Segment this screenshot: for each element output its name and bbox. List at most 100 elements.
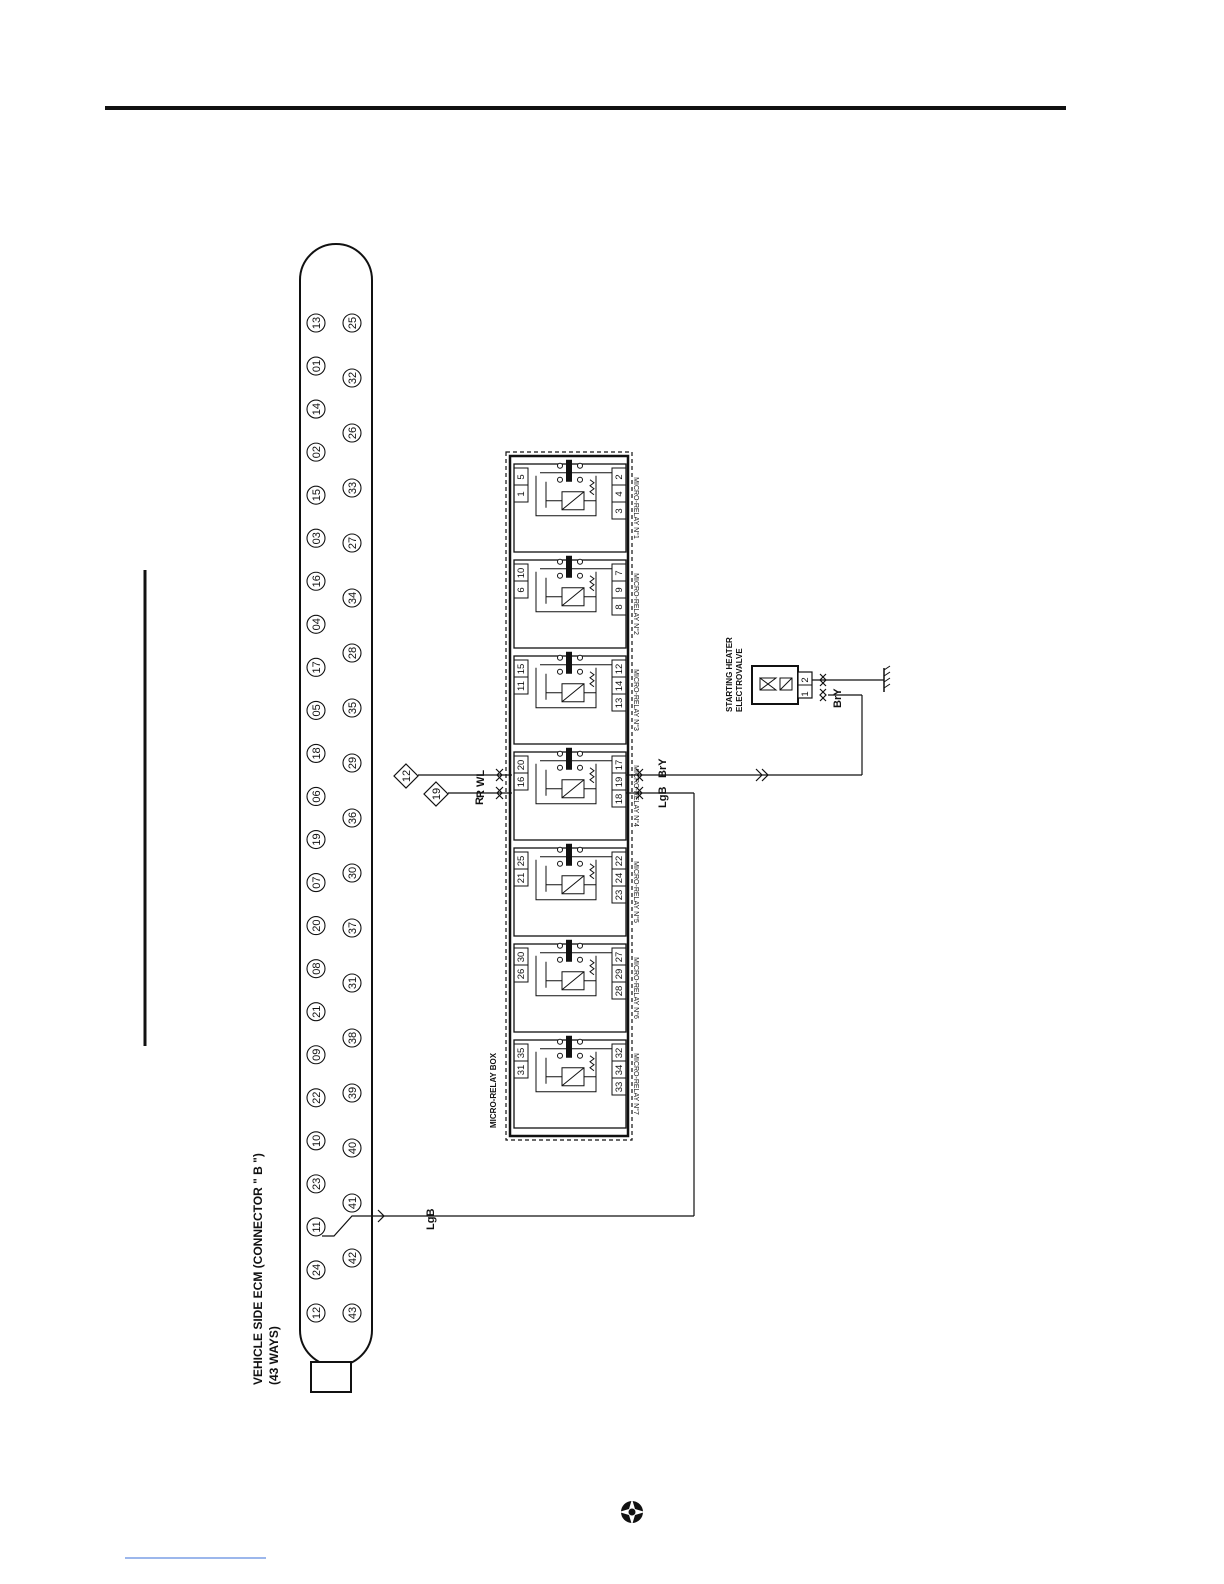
wire-label-lgb: LgB	[657, 787, 669, 808]
relay-bottom-terminals: 342	[611, 467, 627, 520]
relay-label: MICRO-RELAY N°4	[632, 765, 640, 827]
connector-title: VEHICLE SIDE ECM (CONNECTOR " B ")	[251, 1153, 265, 1385]
relay-terminal-9: 9	[614, 587, 625, 592]
relay-contact-icon	[540, 555, 612, 579]
svg-text:40: 40	[347, 1142, 359, 1154]
connector-pin-18: 18	[306, 743, 326, 763]
connector-pin-23: 23	[306, 1174, 326, 1194]
relay-terminal-35: 35	[516, 1048, 527, 1059]
connector-pin-10: 10	[306, 1131, 326, 1151]
relay-top-terminals: 15	[513, 467, 529, 503]
connector-pin-07: 07	[306, 873, 326, 893]
svg-text:26: 26	[347, 427, 359, 439]
svg-text:37: 37	[347, 922, 359, 934]
relay-label: MICRO-RELAY N°6	[632, 957, 640, 1019]
reference-diamond-19: 19	[423, 781, 449, 807]
relay-terminal-10: 10	[516, 568, 527, 579]
relay-terminal-2: 2	[614, 474, 625, 479]
connector-pin-16: 16	[306, 571, 326, 591]
relay-terminal-33: 33	[614, 1082, 625, 1093]
svg-text:39: 39	[347, 1087, 359, 1099]
svg-text:15: 15	[311, 489, 323, 501]
connector-pin-35: 35	[342, 698, 362, 718]
relay-terminal-28: 28	[614, 986, 625, 997]
connector-pin-29: 29	[342, 753, 362, 773]
svg-text:09: 09	[311, 1049, 323, 1061]
svg-text:33: 33	[347, 482, 359, 494]
wire-label-bry: BrY	[657, 758, 669, 778]
relay-terminal-16: 16	[516, 777, 527, 788]
svg-text:22: 22	[311, 1092, 323, 1104]
connector-pin-42: 42	[342, 1248, 362, 1268]
connector-pin-43: 43	[342, 1303, 362, 1323]
relay-bottom-terminals: 28 29 27	[611, 947, 627, 1000]
relay-label: MICRO-RELAY N°7	[632, 1053, 640, 1115]
svg-text:03: 03	[311, 532, 323, 544]
svg-text:08: 08	[311, 963, 323, 975]
connector-pin-02: 02	[306, 442, 326, 462]
svg-text:07: 07	[311, 876, 323, 888]
wire-label-rwl: R WL	[475, 770, 487, 798]
relay-terminal-29: 29	[614, 969, 625, 980]
ecm-connector: 1301140215031604170518061907200821092210…	[251, 243, 373, 1393]
svg-text:06: 06	[311, 790, 323, 802]
relay-label: MICRO-RELAY N°1	[632, 477, 640, 539]
relay-terminal-3: 3	[614, 508, 625, 513]
svg-text:27: 27	[347, 537, 359, 549]
connector-pin-28: 28	[342, 643, 362, 663]
relay-top-terminals: 31 35	[513, 1043, 529, 1079]
relay-coil-icon	[535, 667, 597, 709]
connector-pin-22: 22	[306, 1088, 326, 1108]
relay-terminal-22: 22	[614, 856, 625, 867]
svg-text:20: 20	[311, 919, 323, 931]
connector-ways: (43 WAYS)	[267, 1326, 281, 1385]
svg-text:10: 10	[311, 1135, 323, 1147]
relay-label: MICRO-RELAY N°2	[632, 573, 640, 635]
relay-terminal-7: 7	[614, 570, 625, 575]
relay-terminal-12: 12	[614, 664, 625, 675]
relay-terminal-31: 31	[516, 1065, 527, 1076]
svg-text:12: 12	[401, 770, 413, 782]
connector-pin-06: 06	[306, 786, 326, 807]
connector-pin-15: 15	[306, 485, 326, 505]
relay-coil-icon	[535, 571, 597, 613]
relay-coil-icon	[535, 763, 597, 805]
relay-terminal-13: 13	[614, 698, 625, 709]
wire-label-lgb-ecm: LgB	[425, 1209, 437, 1230]
svg-text:19: 19	[311, 833, 323, 845]
svg-text:31: 31	[347, 977, 359, 989]
wire-label-bry-heater: BrY	[832, 688, 844, 708]
relay-contact-icon	[540, 1035, 612, 1059]
svg-text:29: 29	[347, 757, 359, 769]
relay-contact-icon	[540, 939, 612, 963]
svg-text:36: 36	[347, 812, 359, 824]
svg-text:13: 13	[311, 317, 323, 329]
wire-connector-marks	[377, 673, 827, 1223]
relay-terminal-23: 23	[614, 890, 625, 901]
svg-text:21: 21	[311, 1006, 323, 1018]
svg-text:14: 14	[311, 403, 323, 415]
relay-coil-icon	[535, 1051, 597, 1093]
connector-pin-39: 39	[342, 1083, 362, 1103]
svg-text:38: 38	[347, 1032, 359, 1044]
starting-heater-electrovalve: 1 2 STARTING HEATER ELECTROVALVE	[725, 637, 891, 712]
relay-terminal-27: 27	[614, 952, 625, 963]
reference-diamond-12: 12	[393, 763, 419, 789]
svg-text:23: 23	[311, 1178, 323, 1190]
connector-pin-13: 13	[306, 313, 326, 333]
wire-label-r-lower: R	[474, 797, 486, 805]
svg-text:11: 11	[311, 1221, 323, 1232]
svg-text:34: 34	[347, 592, 359, 604]
connector-tab	[310, 1361, 352, 1393]
svg-text:18: 18	[311, 747, 323, 759]
